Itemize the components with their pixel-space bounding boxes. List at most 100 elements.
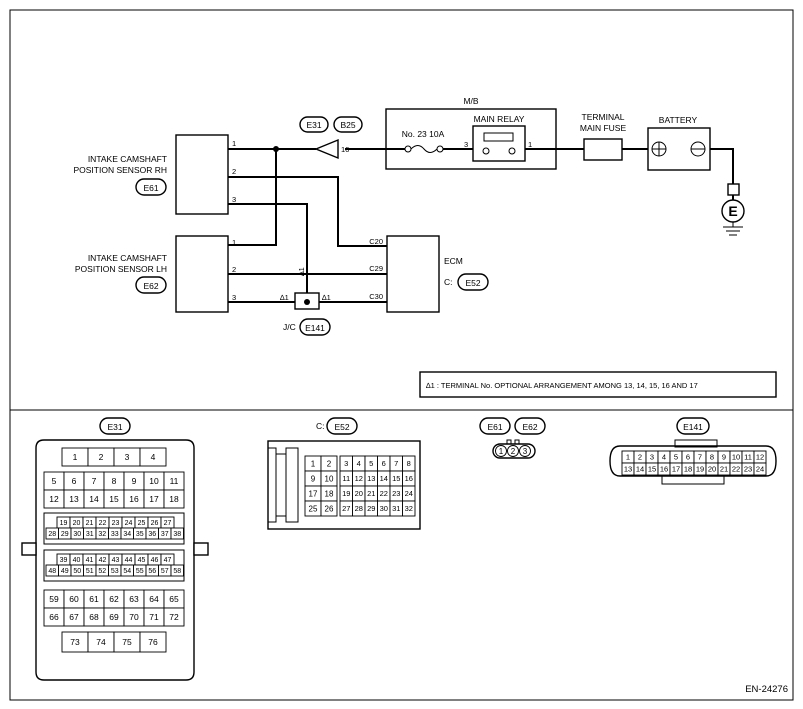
e31-terminal-number: 13 — [69, 494, 79, 504]
e31-terminal-cell — [163, 489, 185, 509]
e141-terminal-number: 17 — [672, 465, 680, 474]
e31-terminal-number: 22 — [99, 520, 107, 527]
fuse-symbol — [410, 145, 438, 153]
e31-terminal-number: 16 — [129, 494, 139, 504]
sensor-lh-pin2: 2 — [232, 265, 236, 274]
e62-view-badge — [514, 417, 546, 435]
e31-view-badge — [99, 417, 131, 435]
e31-terminal-number: 8 — [112, 476, 117, 486]
e141-terminal-number: 1 — [626, 453, 630, 462]
sensor-rh-label-line2: POSITION SENSOR RH — [73, 165, 167, 175]
ecm-label: ECM — [444, 256, 463, 266]
junction-dot-power — [273, 146, 279, 152]
e52-terminal-number: 14 — [380, 474, 388, 483]
e141-terminal-number: 12 — [756, 453, 764, 462]
e31-badge-label: E31 — [306, 120, 321, 130]
e31-terminal-number: 42 — [99, 557, 107, 564]
note-box — [419, 371, 777, 398]
mb-label: M/B — [463, 96, 478, 106]
e31-group-upper — [43, 512, 185, 545]
e52-terminal-number: 4 — [357, 459, 361, 468]
e141-view-label: E141 — [683, 422, 703, 432]
e141-terminal-number: 11 — [744, 453, 752, 462]
e52-view-prefix: C: — [316, 421, 325, 431]
e31-terminal-number: 18 — [169, 494, 179, 504]
e52-terminal-number: 3 — [344, 459, 348, 468]
e52-terminal-number: 22 — [380, 489, 388, 498]
e52-terminal-number: 8 — [407, 459, 411, 468]
e52-terminal-number: 20 — [355, 489, 363, 498]
e141-terminal-number: 19 — [696, 465, 704, 474]
e52-terminal-number: 13 — [367, 474, 375, 483]
e61-terminal-cell — [519, 445, 531, 457]
e141-terminal-number: 22 — [732, 465, 740, 474]
jc-star-left: ∆1 — [280, 293, 289, 302]
e31-terminal-number: 69 — [109, 612, 119, 622]
e31-view-label: E31 — [107, 422, 122, 432]
e31-terminal-cell — [139, 631, 167, 653]
e31-terminal-number: 17 — [149, 494, 159, 504]
e141-terminal-number: 21 — [720, 465, 728, 474]
e31-terminal-number: 10 — [149, 476, 159, 486]
e31-terminal-number: 56 — [148, 568, 156, 575]
e31-terminal-number: 43 — [112, 557, 120, 564]
e52-terminal-number: 18 — [325, 489, 334, 498]
e52-terminal-number: 31 — [392, 504, 400, 513]
e31-terminal-number: 70 — [129, 612, 139, 622]
e31-terminal-number: 9 — [132, 476, 137, 486]
e141-terminal-number: 14 — [636, 465, 644, 474]
e141-terminal-number: 15 — [648, 465, 656, 474]
e52-terminal-number: 28 — [355, 504, 363, 513]
sensor-lh-box — [175, 235, 229, 313]
relay-contact-left — [482, 147, 490, 155]
e52-terminal-number: 24 — [405, 489, 413, 498]
e31-terminal-number: 68 — [89, 612, 99, 622]
e52-terminal-number: 29 — [367, 504, 375, 513]
e141-terminal-number: 20 — [708, 465, 716, 474]
e31-terminal-cell — [163, 607, 185, 627]
e31-terminal-number: 38 — [173, 531, 181, 538]
wire-battery-ground — [710, 148, 734, 184]
e141-terminal-number: 3 — [650, 453, 654, 462]
ground-label: E — [728, 203, 737, 219]
terminal-fuse-label-line2: MAIN FUSE — [580, 123, 627, 133]
e62-view-label: E62 — [522, 422, 537, 432]
jc-connector-id: E141 — [305, 323, 325, 333]
e31-badge — [299, 116, 329, 133]
e141-terminal-cell — [753, 462, 767, 476]
ecm-box — [386, 235, 440, 313]
e141-view-badge — [676, 417, 710, 435]
ecm-connector-prefix: C: — [444, 277, 453, 287]
e52-terminal-number: 17 — [309, 489, 318, 498]
e141-terminal-number: 4 — [662, 453, 666, 462]
relay-contact-right — [508, 147, 516, 155]
e141-terminal-number: 13 — [624, 465, 632, 474]
wire-rh-ground-jc — [228, 203, 308, 298]
e52-terminal-number: 32 — [405, 504, 413, 513]
e52-terminal-number: 2 — [327, 459, 332, 468]
e31-terminal-number: 14 — [89, 494, 99, 504]
e31-terminal-number: 7 — [92, 476, 97, 486]
e31-terminal-number: 67 — [69, 612, 79, 622]
main-box — [385, 108, 557, 170]
ecm-pin-c29: C29 — [369, 264, 383, 273]
b25-badge-label: B25 — [340, 120, 355, 130]
e52-terminal-number: 7 — [394, 459, 398, 468]
e31-terminal-number: 2 — [99, 452, 104, 462]
e31-terminal-number: 21 — [86, 520, 94, 527]
ecm-connector-id: E52 — [465, 278, 480, 288]
fuse-label: No. 23 10A — [402, 129, 445, 139]
e52-terminal-number: 15 — [392, 474, 400, 483]
e52-terminal-number: 16 — [405, 474, 413, 483]
sensor-rh-label-line1: INTAKE CAMSHAFT — [88, 154, 167, 164]
e52-terminal-cell — [402, 500, 416, 517]
ecm-pin-c30: C30 — [369, 292, 383, 301]
e52-terminal-number: 5 — [369, 459, 373, 468]
e52-terminal-number: 10 — [325, 474, 334, 483]
e31-terminal-number: 60 — [69, 594, 79, 604]
ecm-connector-badge — [457, 273, 489, 291]
